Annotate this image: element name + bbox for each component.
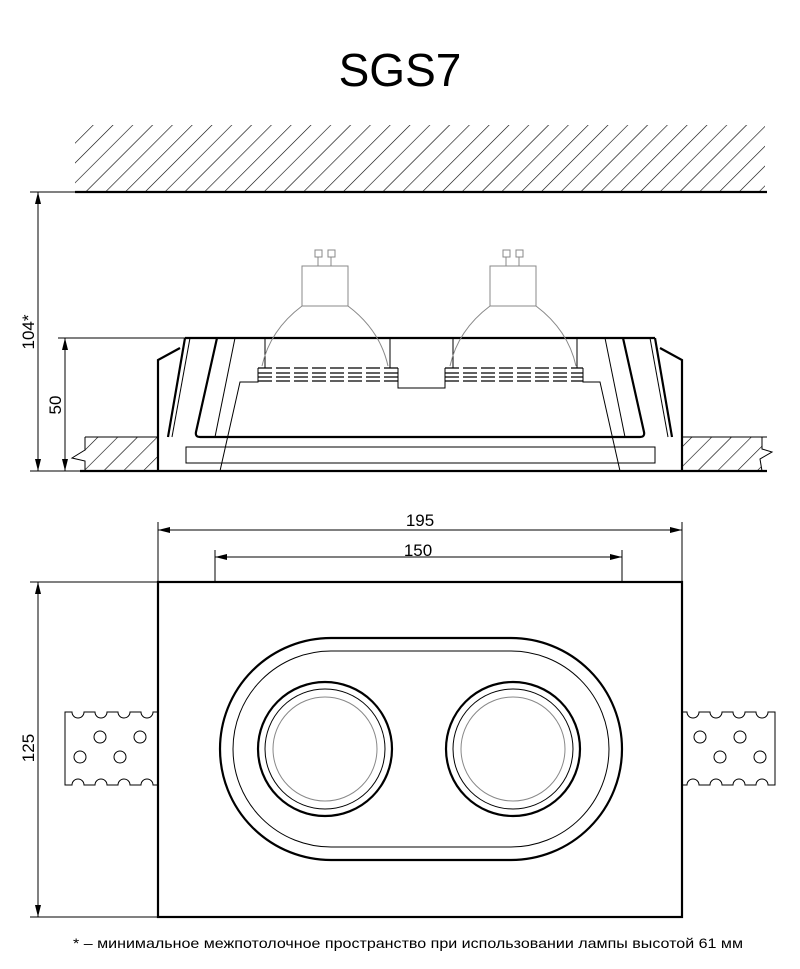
dimension-total-height: 104* <box>19 191 80 472</box>
lamp-opening-left <box>256 680 394 818</box>
dimension-label-150: 150 <box>404 541 432 560</box>
mounting-tab-left <box>64 711 158 786</box>
dimension-label-195: 195 <box>406 511 434 530</box>
dimension-depth: 125 <box>19 581 158 918</box>
mounting-tab-right <box>682 711 776 786</box>
ceiling-slab <box>75 125 767 194</box>
dimension-label-50: 50 <box>46 396 65 415</box>
lamp-opening-right <box>444 680 582 818</box>
dimension-outer-width: 195 <box>157 511 683 582</box>
lamp-right <box>449 249 577 367</box>
dimension-label-104: 104* <box>19 314 38 349</box>
dimension-body-height: 50 <box>46 337 185 471</box>
fixture-section <box>156 336 684 472</box>
fixture-plan <box>64 580 776 919</box>
ceiling-board <box>70 436 774 473</box>
title: SGS7 <box>339 44 462 96</box>
dimension-label-125: 125 <box>19 734 38 762</box>
lamp-left <box>261 249 389 367</box>
footnote: * – минимальное межпотолочное пространст… <box>73 935 743 951</box>
